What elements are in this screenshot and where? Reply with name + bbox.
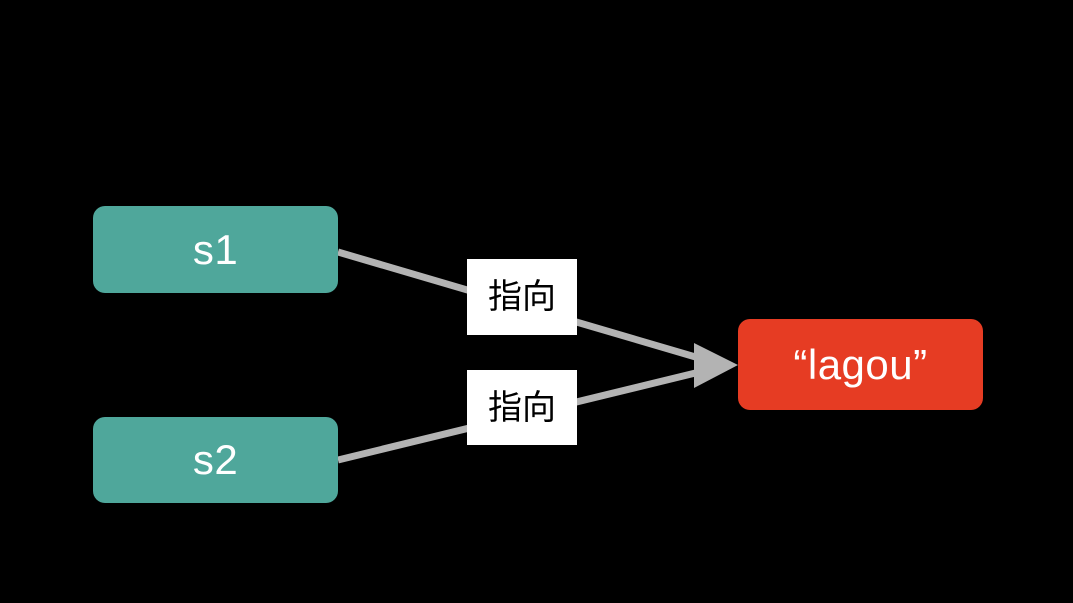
- edge-label-s1-to-lagou: 指向: [467, 259, 577, 335]
- node-s2-label: s2: [192, 436, 239, 483]
- node-lagou[interactable]: “lagou”: [738, 319, 983, 410]
- node-s1-label: s1: [192, 225, 239, 273]
- edge-label-s2-to-lagou: 指向: [467, 370, 577, 445]
- node-s2[interactable]: s2: [93, 417, 338, 503]
- arrowhead-icon: [694, 343, 738, 388]
- edge-label-s1-text: 指向: [488, 278, 556, 316]
- edge-label-s2-text: 指向: [488, 388, 556, 427]
- node-s1[interactable]: s1: [93, 206, 338, 293]
- node-lagou-label: “lagou”: [793, 340, 928, 388]
